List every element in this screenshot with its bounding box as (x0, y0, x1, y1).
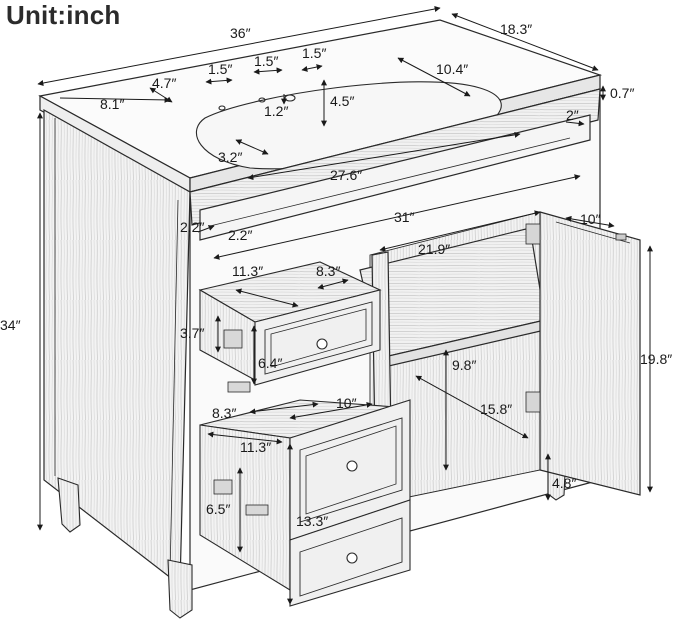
dim-faucet-spacing-right: 1.5″ (302, 45, 327, 61)
dim-bottom-drawer-height: 13.3″ (296, 513, 329, 529)
dim-faucet-spacing-mid: 1.5″ (254, 53, 279, 69)
dim-backsplash-gap: 2″ (566, 107, 579, 123)
dim-bottom-drawer-inner-height: 6.5″ (206, 501, 231, 517)
dim-overall-depth: 18.3″ (500, 21, 533, 37)
dim-top-drawer-inner-height: 6.4″ (258, 355, 283, 371)
dim-faucet-offset-depth: 4.7″ (152, 75, 177, 91)
dim-door-depth: 10″ (580, 211, 601, 227)
dim-leg-height: 4.8″ (552, 475, 577, 491)
dim-top-drawer-width: 8.3″ (316, 263, 341, 279)
dim-faucet-to-sink: 4.5″ (330, 93, 355, 109)
dim-sink-front-margin: 3.2″ (218, 149, 243, 165)
right-door (525, 211, 641, 496)
dimension-lines (37, 6, 653, 605)
dim-top-drawer-front-height: 3.7″ (180, 325, 205, 341)
dim-top-thickness: 0.7″ (610, 85, 635, 101)
dim-overall-height: 34″ (0, 317, 21, 333)
dim-bottom-drawer-front-width: 10″ (336, 395, 357, 411)
dim-bottom-drawer-depth: 11.3″ (240, 439, 272, 455)
dim-sink-offset-left: 8.1″ (100, 96, 125, 112)
dim-bottom-drawer-width: 8.3″ (212, 405, 237, 421)
unit-title: Unit:inch (6, 0, 121, 30)
dim-shelf-clearance-top: 9.8″ (452, 357, 477, 373)
dim-overall-width: 36″ (230, 25, 251, 41)
dim-frame-left-a: 2.2″ (180, 219, 205, 235)
dim-top-drawer-depth: 11.3″ (232, 263, 264, 279)
dim-shelf-clearance-bottom: 15.8″ (480, 401, 513, 417)
dim-faucet-spacing-left: 1.5″ (208, 61, 233, 77)
dim-shelf-width: 21.9″ (418, 241, 451, 257)
dim-door-height: 19.8″ (640, 351, 673, 367)
dim-frame-left-b: 2.2″ (228, 227, 253, 243)
dim-sink-to-right-edge: 10.4″ (436, 61, 469, 77)
dim-sink-width: 27.6″ (330, 167, 363, 183)
dim-faucet-hole-diameter: 1.2″ (264, 103, 289, 119)
dim-cabinet-opening-width: 31″ (394, 209, 415, 225)
